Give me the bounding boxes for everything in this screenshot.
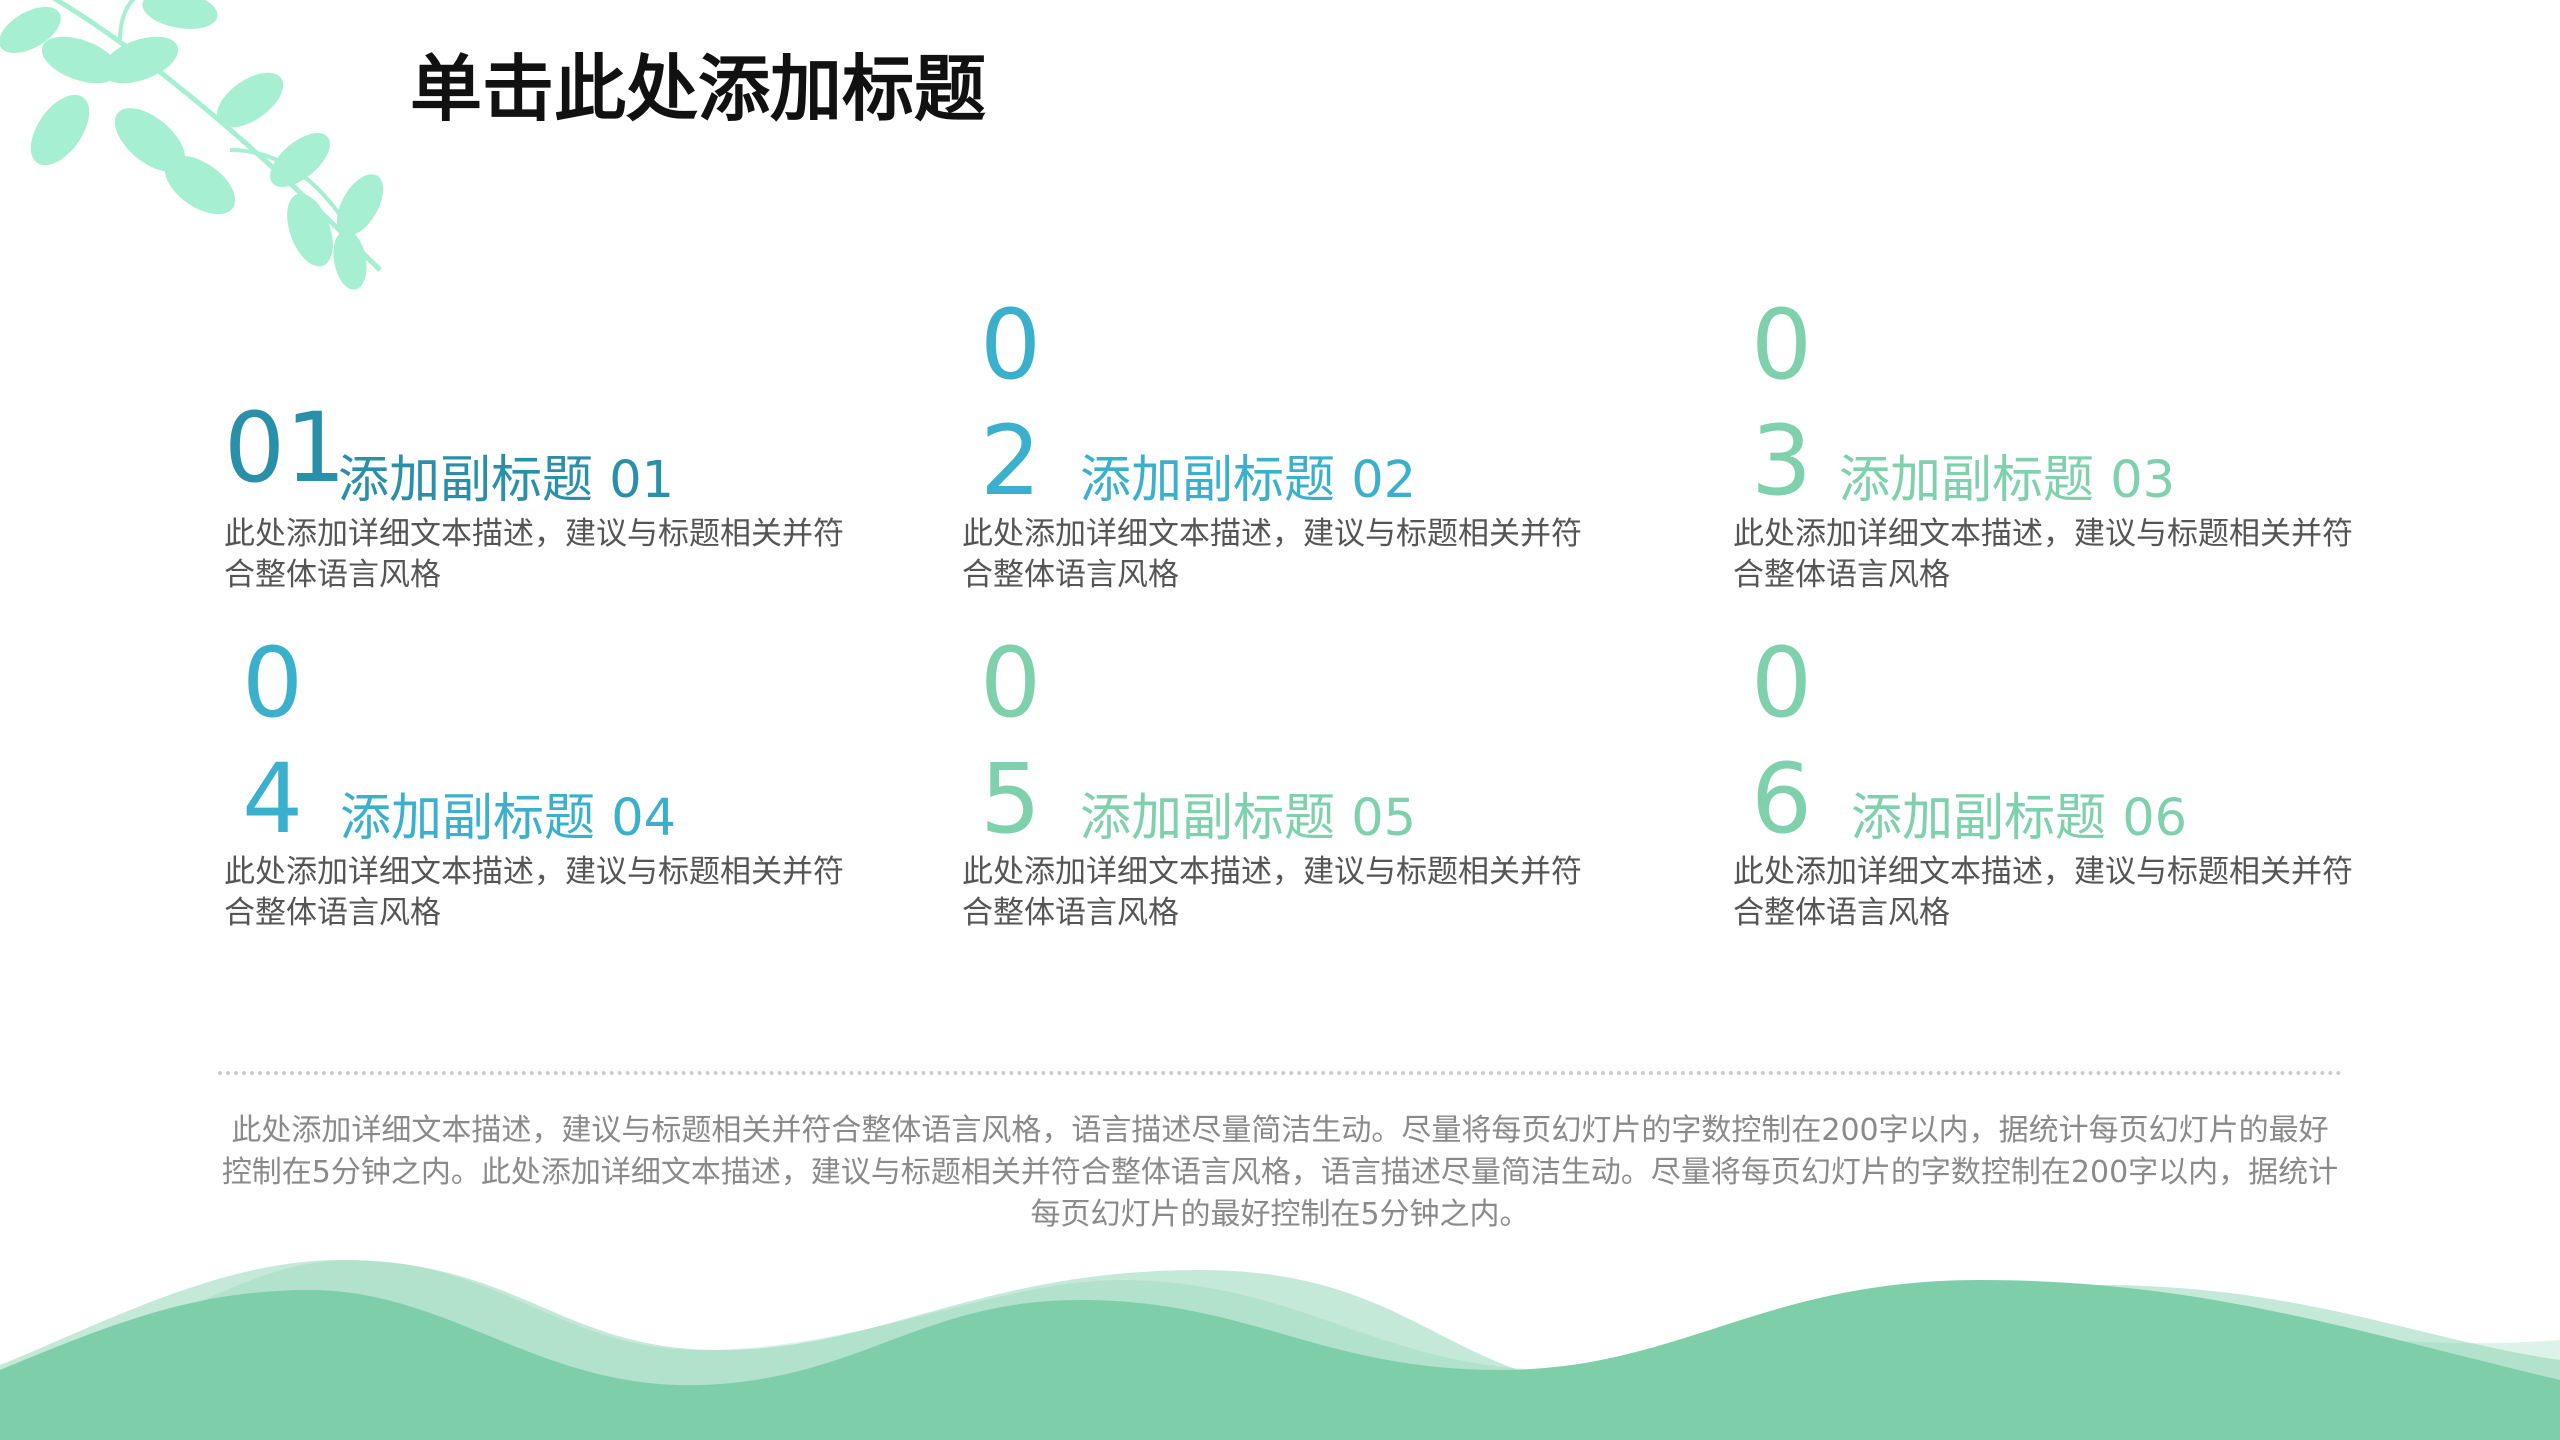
list-item-03: 03 添加副标题 03 此处添加详细文本描述，建议与标题相关并符合整体语言风格 [1733,287,2373,593]
item-description[interactable]: 此处添加详细文本描述，建议与标题相关并符合整体语言风格 [1733,854,2353,931]
item-number: 06 [1751,627,1813,855]
list-item-05: 05 添加副标题 05 此处添加详细文本描述，建议与标题相关并符合整体语言风格 [962,625,1602,931]
item-number: 05 [980,627,1042,855]
item-description[interactable]: 此处添加详细文本描述，建议与标题相关并符合整体语言风格 [1733,516,2353,593]
footer-description[interactable]: 此处添加详细文本描述，建议与标题相关并符合整体语言风格，语言描述尽量简洁生动。尽… [221,1113,2339,1232]
list-item-06: 06 添加副标题 06 此处添加详细文本描述，建议与标题相关并符合整体语言风格 [1733,625,2373,931]
item-number: 02 [980,289,1042,517]
item-description[interactable]: 此处添加详细文本描述，建议与标题相关并符合整体语言风格 [962,854,1582,931]
leaf-branch-decoration [0,0,384,290]
item-subtitle[interactable]: 添加副标题 03 [1839,451,2176,510]
item-number: 04 [242,627,304,855]
item-subtitle[interactable]: 添加副标题 01 [338,451,675,510]
item-subtitle[interactable]: 添加副标题 06 [1851,789,2188,848]
list-item-01: 01 添加副标题 01 此处添加详细文本描述，建议与标题相关并符合整体语言风格 [224,287,864,593]
item-subtitle[interactable]: 添加副标题 02 [1080,451,1417,510]
item-number: 03 [1751,289,1813,517]
item-subtitle[interactable]: 添加副标题 05 [1080,789,1417,848]
page-title[interactable]: 单击此处添加标题 [410,47,987,131]
list-item-04: 04 添加副标题 04 此处添加详细文本描述，建议与标题相关并符合整体语言风格 [224,625,864,931]
item-description[interactable]: 此处添加详细文本描述，建议与标题相关并符合整体语言风格 [224,854,844,931]
list-item-02: 02 添加副标题 02 此处添加详细文本描述，建议与标题相关并符合整体语言风格 [962,287,1602,593]
item-subtitle[interactable]: 添加副标题 04 [340,789,677,848]
item-number: 01 [224,392,347,504]
item-description[interactable]: 此处添加详细文本描述，建议与标题相关并符合整体语言风格 [224,516,844,593]
green-hills-decoration [0,1260,2560,1440]
dotted-divider [218,1071,2343,1075]
item-description[interactable]: 此处添加详细文本描述，建议与标题相关并符合整体语言风格 [962,516,1582,593]
